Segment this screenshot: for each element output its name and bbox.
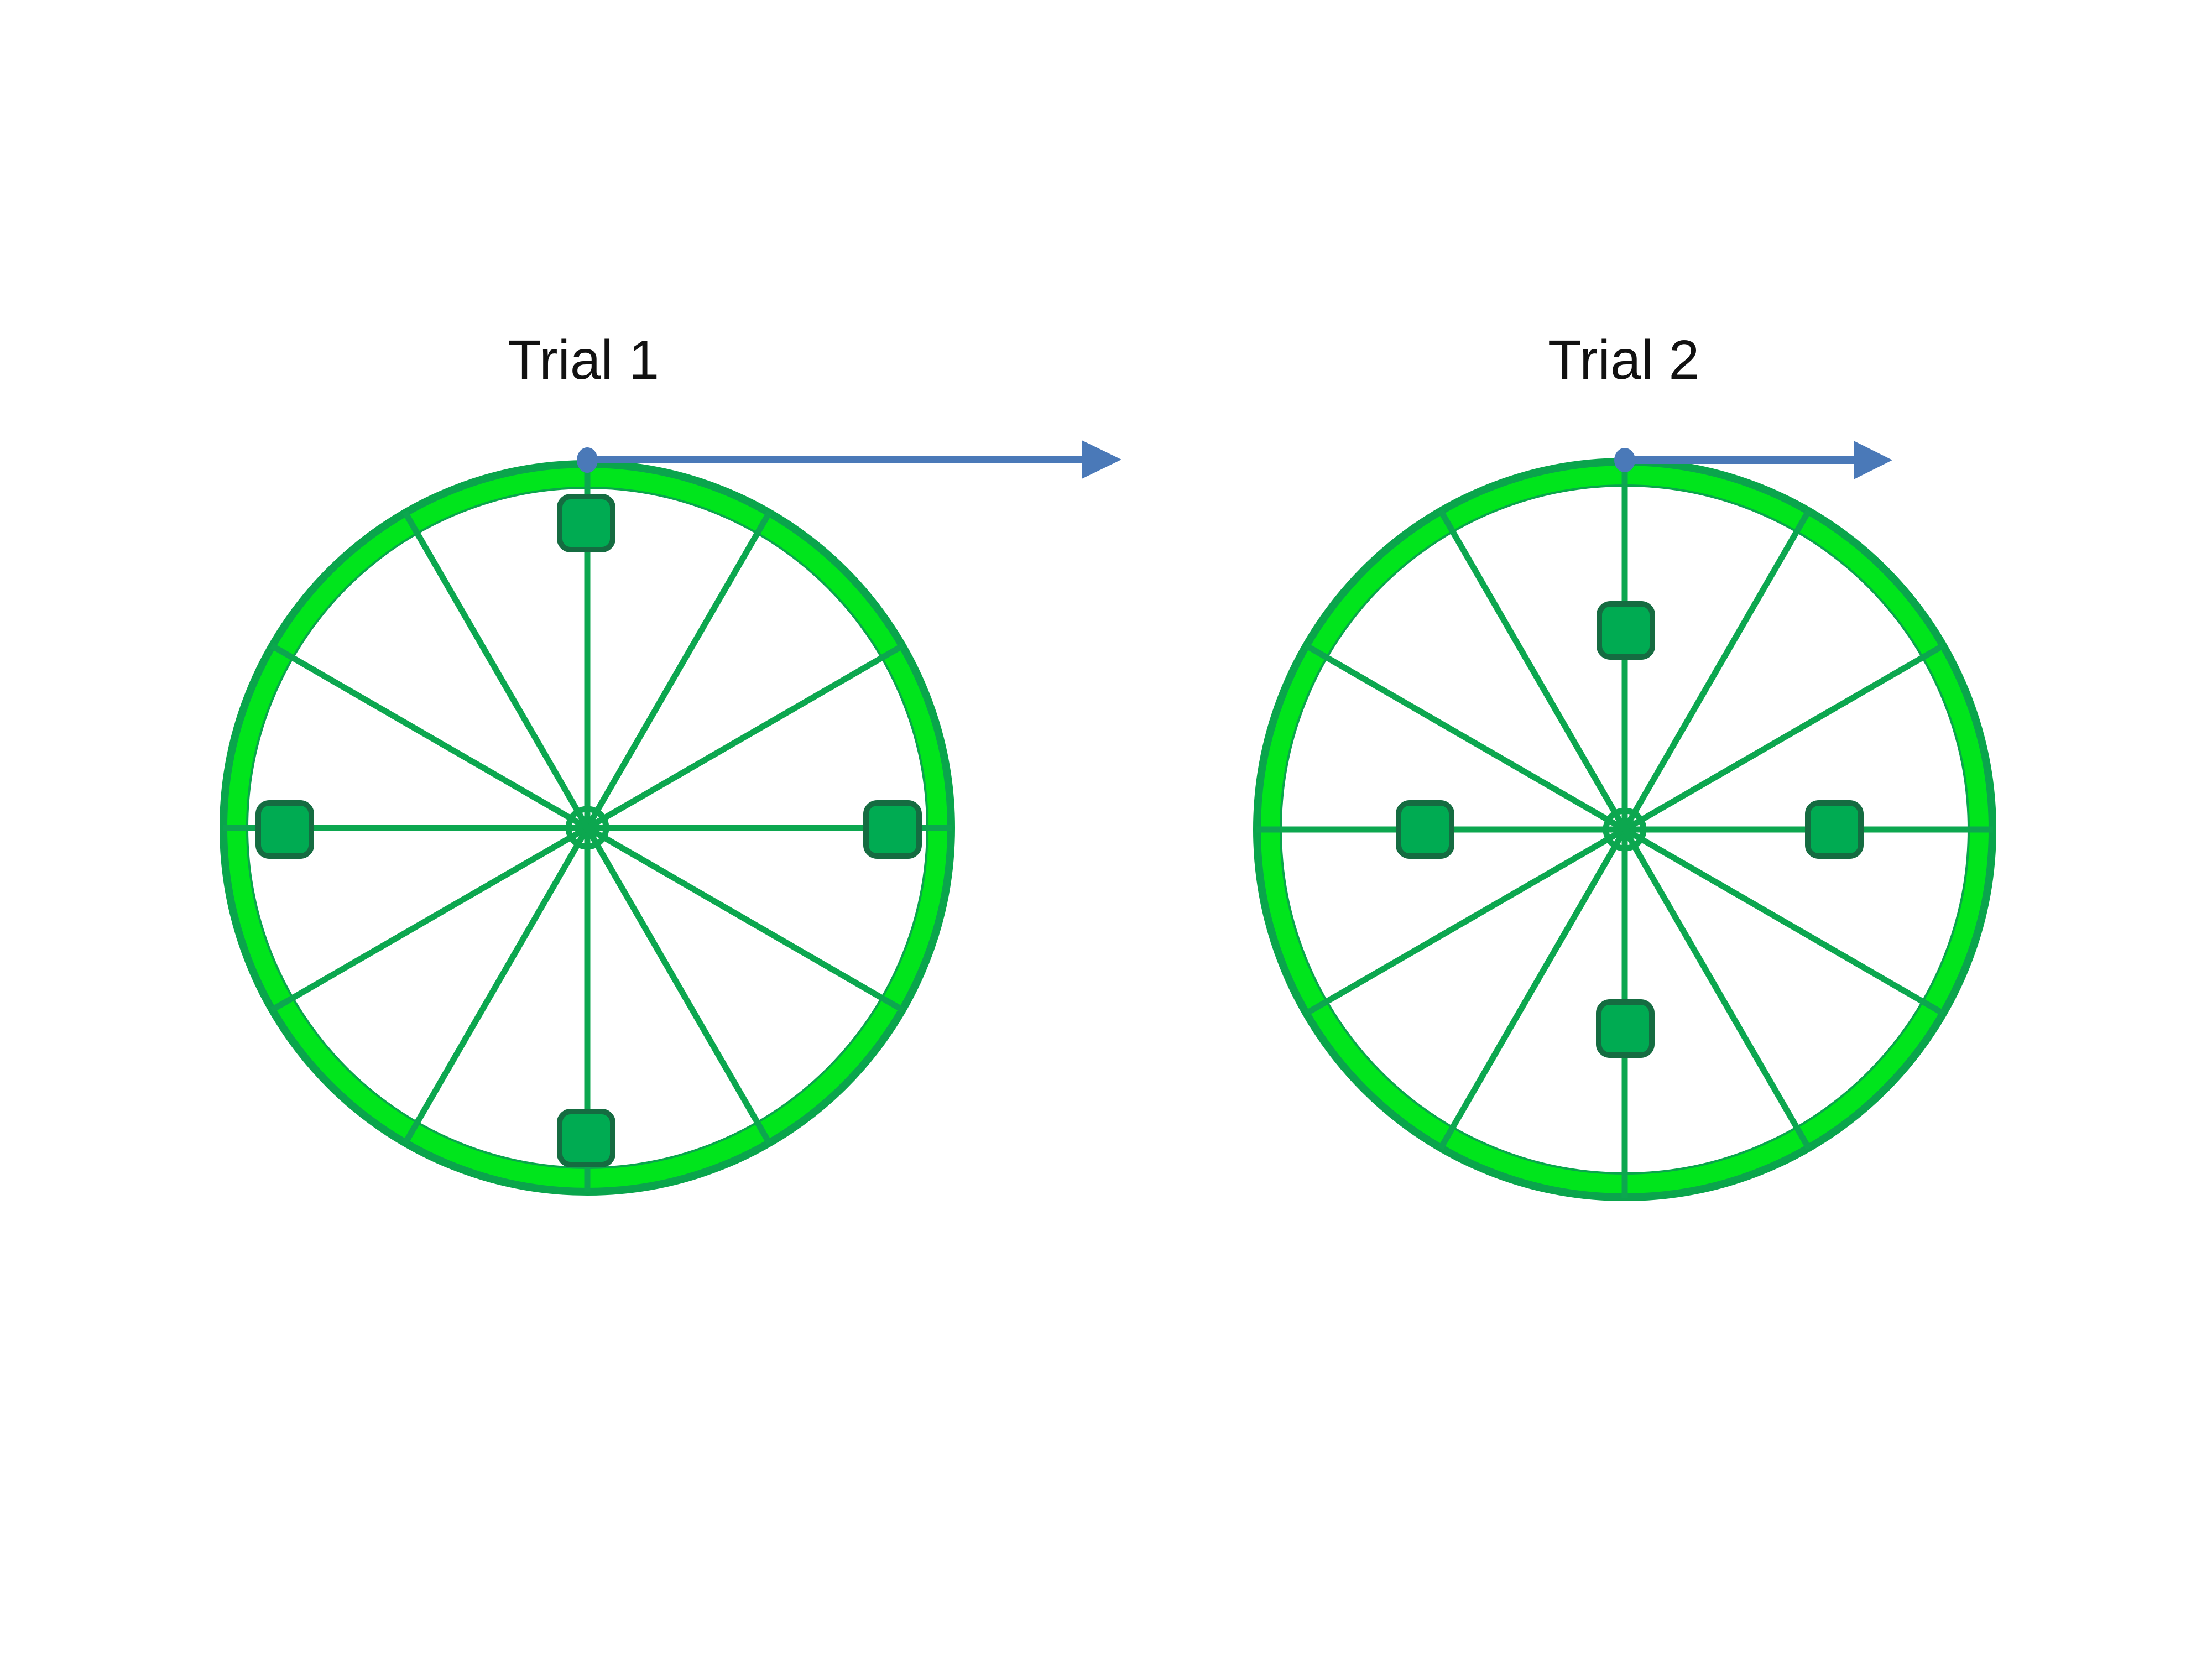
- wheel-hub: [565, 806, 609, 850]
- top-reference-dot: [1614, 448, 1635, 472]
- marker-square-bottom: [1596, 999, 1655, 1058]
- trial-1-title: Trial 1: [508, 329, 659, 391]
- trial-2-title: Trial 2: [1548, 329, 1699, 391]
- top-reference-dot: [577, 447, 598, 473]
- marker-square-left: [1396, 800, 1454, 859]
- marker-square-top: [557, 494, 615, 552]
- marker-square-right: [1805, 800, 1864, 859]
- wheel-spoke: [402, 510, 773, 1145]
- marker-square-bottom: [557, 1109, 615, 1167]
- trial-1-wheel: [220, 440, 1121, 1196]
- marker-square-top: [1597, 601, 1655, 660]
- rotation-arrow-head: [1854, 441, 1892, 479]
- marker-square-left: [255, 800, 314, 859]
- wheel-spoke: [1438, 509, 1812, 1150]
- wheel-hub: [1603, 807, 1647, 852]
- marker-square-right: [863, 800, 922, 859]
- rotation-arrow-head: [1082, 440, 1121, 479]
- trial-2-wheel: [1253, 441, 1996, 1201]
